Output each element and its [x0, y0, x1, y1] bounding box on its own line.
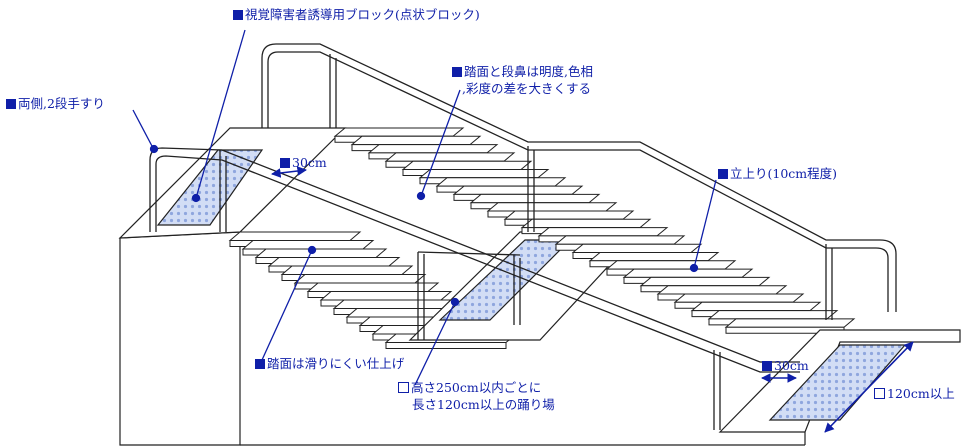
step-tread [639, 276, 771, 287]
step-tread [401, 160, 533, 170]
step-tread [293, 274, 427, 284]
contrast-label: 踏面と段鼻は明度,色相 [452, 64, 593, 80]
step-tread [486, 202, 618, 212]
distance-bottom-label: 30cm [762, 358, 809, 374]
step-tread [435, 177, 567, 187]
step-tread [537, 227, 669, 237]
step-tread [707, 310, 839, 320]
handrail-label: 両側,2段手すり [6, 96, 105, 112]
distance-top-label: 30cm [280, 155, 327, 171]
step-tread [254, 248, 388, 258]
step-tread [571, 243, 703, 253]
landing-label-line2: 長さ120cm以上の踊り場 [412, 397, 555, 412]
dimension-arrows [271, 166, 914, 433]
step-tread [350, 135, 482, 146]
step-tread [588, 252, 720, 262]
contrast-label-line2: ,彩度の差を大きくする [462, 81, 591, 96]
step-tread [469, 193, 601, 204]
step-tread [267, 257, 401, 267]
step-tread [656, 285, 788, 295]
step-tread [724, 318, 856, 328]
step-tread [605, 260, 737, 270]
step-tread [503, 210, 635, 220]
step-tread [241, 240, 375, 250]
step-riser [385, 342, 507, 349]
step-tread [690, 301, 822, 312]
step-tread [418, 169, 550, 179]
leader-lines [132, 29, 717, 386]
step-tread [367, 144, 499, 154]
handrail-far [261, 43, 897, 320]
upper-flight [333, 127, 856, 334]
step-tread [622, 268, 754, 278]
landing-label: 高さ250cm以内ごとに [398, 380, 541, 396]
step-tread [319, 291, 453, 301]
tactile-block-label: 視覚障害者誘導用ブロック(点状ブロック) [233, 7, 480, 23]
non-slip-label: 踏面は滑りにくい仕上げ [255, 356, 404, 372]
step-tread [228, 231, 362, 241]
step-tread [452, 185, 584, 195]
step-tread [554, 235, 686, 245]
riser-label: 立上り(10cm程度) [718, 166, 837, 182]
step-tread [520, 218, 652, 229]
landing-length-label: 120cm以上 [874, 386, 955, 402]
step-tread [673, 293, 805, 303]
side-wall [119, 231, 806, 446]
top-landing [118, 127, 347, 239]
step-tread [384, 152, 516, 162]
